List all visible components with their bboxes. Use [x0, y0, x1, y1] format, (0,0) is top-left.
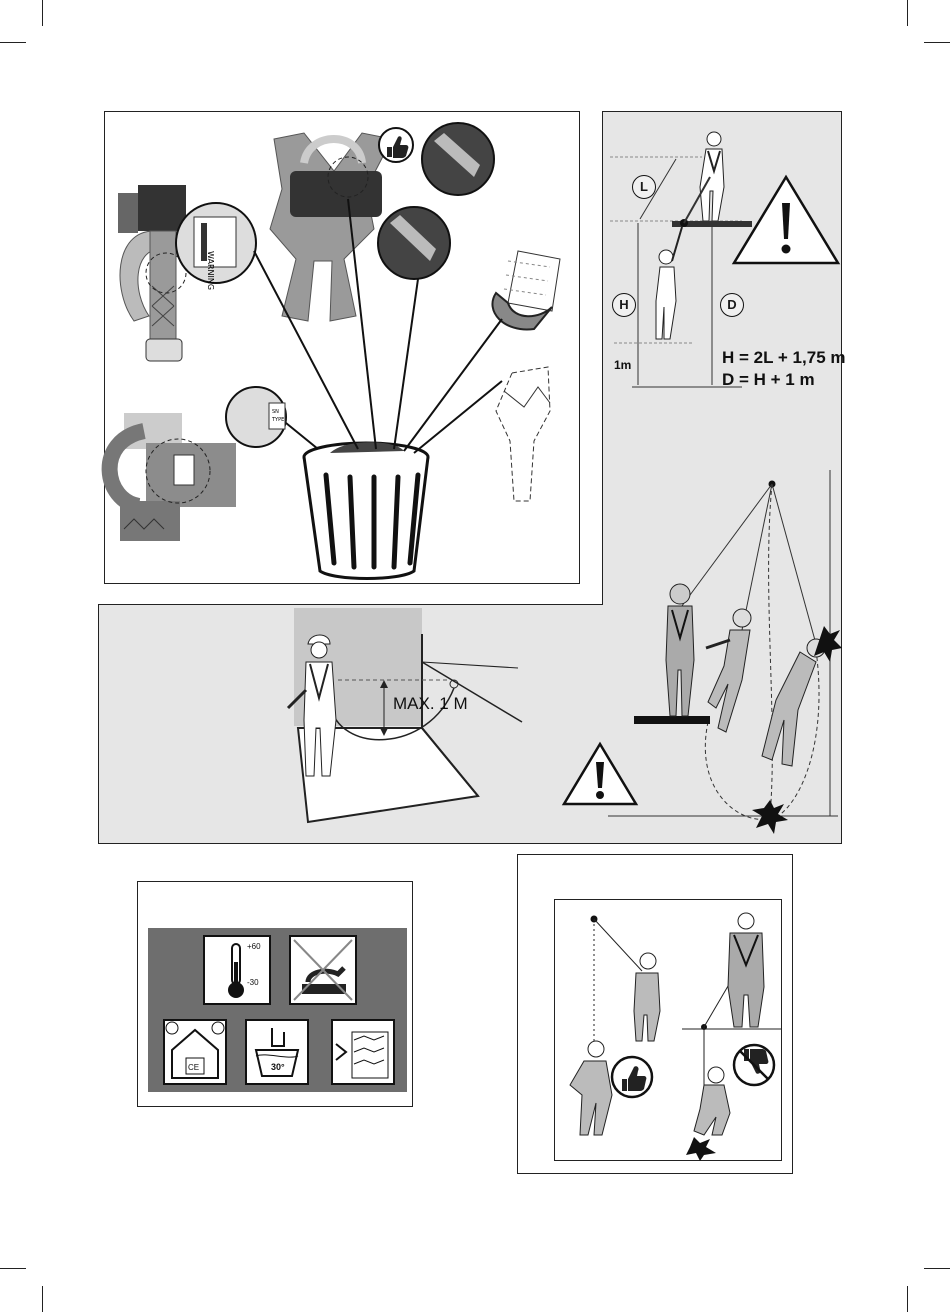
buckle-illustration	[110, 413, 236, 541]
thumbs-up-icon	[379, 128, 413, 162]
thumbs-up-icon	[612, 1057, 652, 1097]
d-ring-illustration	[492, 251, 560, 329]
crop-mark	[924, 42, 950, 43]
tag-line-1: SN	[272, 409, 279, 415]
thumbs-down-icon	[734, 1045, 774, 1085]
lanyard-illustration	[118, 185, 186, 361]
hand-wash-icon	[246, 1020, 308, 1084]
worker-falling	[656, 227, 682, 339]
wash-temp-label: 30°	[271, 1062, 285, 1072]
ce-mark: CE	[188, 1063, 199, 1072]
worker-standing	[700, 132, 724, 221]
formula-h: H = 2L + 1,75 m	[722, 348, 845, 368]
harness-illustration	[270, 133, 392, 321]
label-l: L	[632, 175, 656, 199]
crop-mark	[924, 1268, 950, 1269]
no-bleach-icon	[332, 1020, 394, 1084]
inspection-illustration: WARNING	[104, 111, 580, 584]
warning-label-text: WARNING	[206, 251, 215, 290]
impact-burst-ground	[752, 800, 788, 834]
anchor-height-diagram	[98, 604, 618, 844]
label-d: D	[720, 293, 744, 317]
worker-on-edge	[666, 584, 694, 716]
worker-arrested-safe	[570, 1041, 612, 1135]
label-1m: 1m	[614, 358, 631, 372]
formula-d: D = H + 1 m	[722, 370, 815, 390]
label-h: H	[612, 293, 636, 317]
damaged-webbing-illustration	[496, 367, 550, 501]
temp-min-label: -30	[247, 978, 259, 987]
crop-mark	[907, 0, 908, 26]
warning-label-zoom	[176, 203, 256, 283]
crop-mark	[907, 1286, 908, 1312]
worker-fall-impact	[686, 1067, 730, 1161]
temp-max-label: +60	[247, 942, 261, 951]
crop-mark	[0, 42, 26, 43]
store-indoors-icon	[164, 1020, 226, 1084]
tag-line-2: TYPE	[271, 417, 284, 423]
warning-triangle-icon	[734, 177, 838, 263]
trash-bin-icon	[304, 442, 428, 578]
no-chemicals-icon	[290, 936, 356, 1004]
pendulum-diagram	[602, 470, 842, 844]
crop-mark	[42, 0, 43, 26]
max-height-label: MAX. 1 M	[393, 694, 468, 714]
worker-swinging	[706, 609, 751, 732]
anchor-position-diagram	[554, 899, 782, 1161]
crop-mark	[42, 1286, 43, 1312]
crop-mark	[0, 1268, 26, 1269]
worker-anchor-low	[728, 913, 764, 1027]
